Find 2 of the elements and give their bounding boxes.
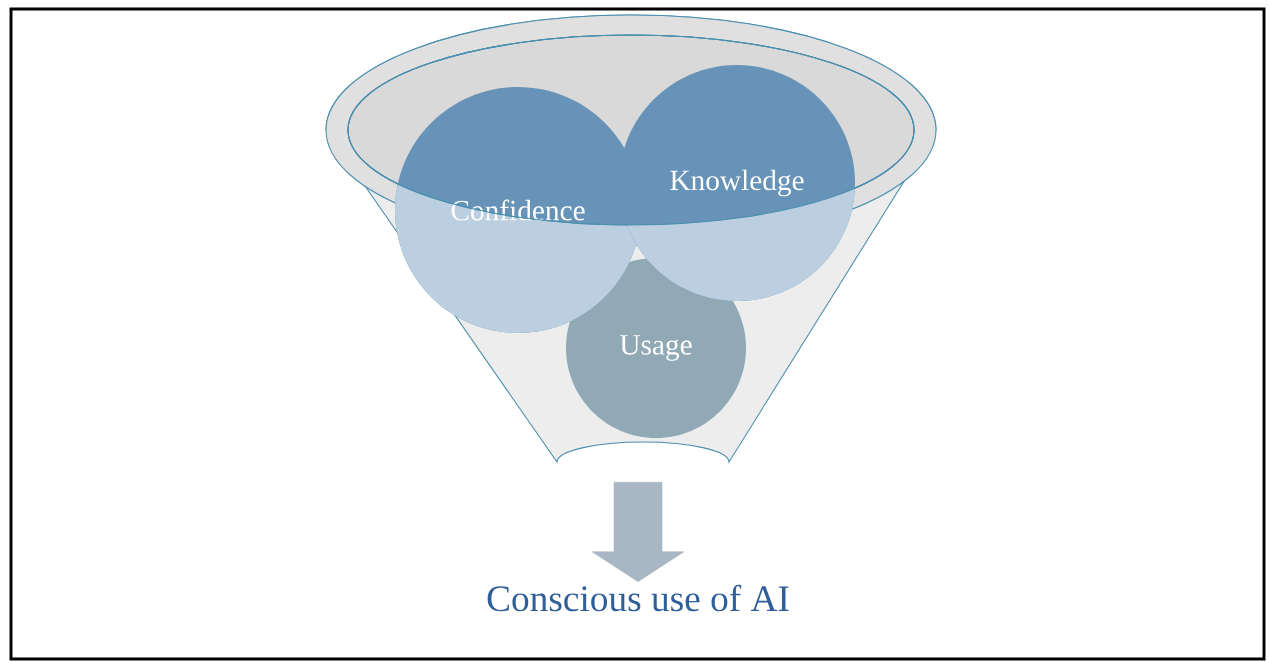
result-text: Conscious use of AI bbox=[487, 584, 789, 612]
block-arrow bbox=[591, 482, 685, 582]
